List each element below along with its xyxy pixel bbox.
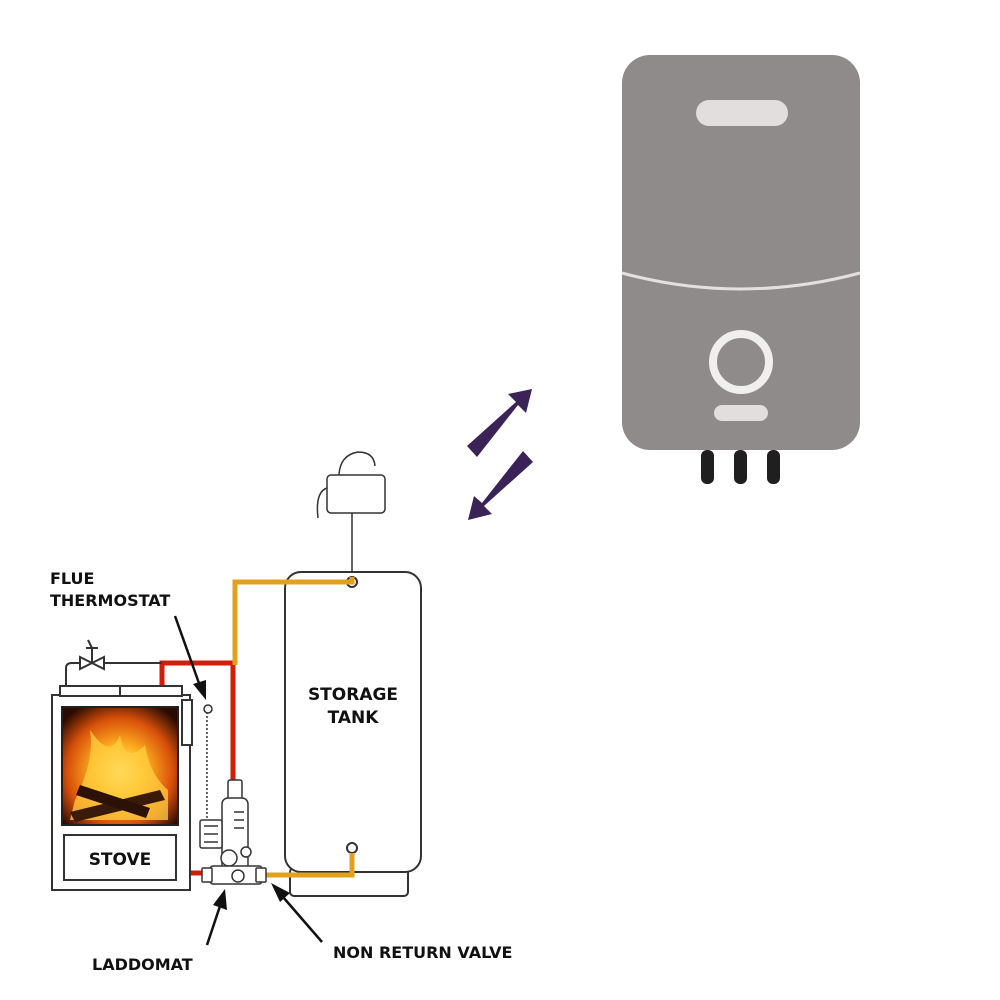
storage-tank: STORAGE TANK bbox=[284, 571, 422, 897]
laddomat-unit-icon bbox=[199, 779, 267, 885]
storage-tank-label-line2: TANK bbox=[328, 708, 380, 728]
water-heater-icon bbox=[621, 55, 861, 484]
flue-thermostat-label-line2: THERMOSTAT bbox=[50, 591, 170, 610]
warm-pipe bbox=[232, 577, 355, 878]
stove-label: STOVE bbox=[89, 850, 152, 870]
safety-valve-icon bbox=[65, 639, 162, 688]
flue-thermostat-probe bbox=[203, 704, 213, 822]
controller-box-icon bbox=[316, 451, 386, 572]
laddomat-label: LADDOMAT bbox=[92, 955, 193, 974]
non-return-valve-label: NON RETURN VALVE bbox=[333, 943, 512, 962]
stove: STOVE bbox=[51, 685, 193, 891]
exchange-arrows-icon bbox=[467, 389, 533, 520]
laddomat-pointer-arrow bbox=[205, 889, 227, 946]
flue-thermostat-pointer-arrow bbox=[173, 615, 206, 700]
flue-thermostat-label-line1: FLUE bbox=[50, 569, 94, 588]
non-return-valve-pointer-arrow bbox=[271, 883, 323, 943]
storage-tank-label-line1: STORAGE bbox=[308, 685, 398, 705]
